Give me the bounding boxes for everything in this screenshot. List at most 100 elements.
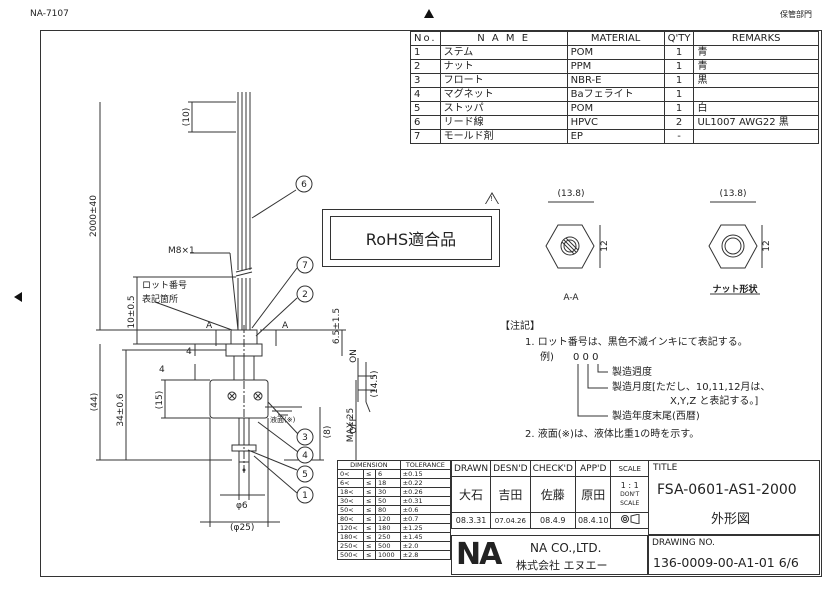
cell: 250 <box>375 532 401 542</box>
cell-remarks: 白 <box>693 101 819 116</box>
cell: ±0.26 <box>399 487 452 497</box>
dim-4b: 4 <box>159 365 165 375</box>
date-drawn: 08.3.31 <box>450 512 492 529</box>
callout-2 <box>296 285 314 303</box>
dim-10-05: 10±0.5 <box>127 295 137 328</box>
company-logo: NA <box>456 537 502 572</box>
scale-cell: 1 : 1 DON'T SCALE <box>610 476 649 513</box>
dim-34: 34±0.6 <box>116 393 126 427</box>
dim-max25: MAX 25 <box>346 408 356 442</box>
cell-material: EP <box>566 129 665 144</box>
cell-no: 7 <box>410 129 441 144</box>
callout-5 <box>296 465 314 483</box>
dim-6-5: 6.5±1.5 <box>332 308 342 344</box>
callout-3 <box>296 428 314 446</box>
warning-triangle-inner <box>486 194 498 204</box>
nut-label: ナット形状 <box>712 283 758 295</box>
section-mark-a-right: A <box>282 321 289 331</box>
signature-checked: 佐藤 <box>529 476 576 513</box>
cell: ≤ <box>363 496 377 506</box>
cell: ≤ <box>363 514 377 524</box>
cell: 6< <box>336 478 365 488</box>
approval-header: DRAWN DESN'D CHECK'D APP'D SCALE <box>450 460 649 477</box>
cell: ±2.0 <box>399 541 452 551</box>
cell: 18 <box>375 478 401 488</box>
table-row: 30<≤50±0.31 <box>336 496 452 506</box>
table-row: 80<≤120±0.7 <box>336 514 452 524</box>
hdr-drawn: DRAWN <box>450 460 492 477</box>
cell-remarks <box>693 87 819 102</box>
scale-value: 1 : 1 <box>620 481 639 490</box>
cell-qty: 1 <box>663 73 695 88</box>
col-material: MATERIAL <box>566 31 665 46</box>
callout-label-4: 4 <box>302 451 308 461</box>
cell-qty: 2 <box>663 115 695 130</box>
tolerance-table: DIMENSION TOLERANCE 0<≤6±0.15 6<≤18±0.22… <box>336 460 452 560</box>
nut-height: 12 <box>762 240 772 251</box>
approval-table: DRAWN DESN'D CHECK'D APP'D SCALE 大石 吉田 佐… <box>450 460 649 529</box>
cell-material: PPM <box>566 59 665 74</box>
cell-material: HPVC <box>566 115 665 130</box>
col-tolerance: TOLERANCE <box>399 460 452 470</box>
cell-material: POM <box>566 45 665 60</box>
drawing-title: FSA-0601-AS1-2000 <box>657 482 797 498</box>
dim-14-5: (14.5) <box>370 370 380 397</box>
callout-label-5: 5 <box>302 470 308 480</box>
dont-scale: DON'T SCALE <box>620 491 640 507</box>
dim-2000: 2000±40 <box>89 195 99 237</box>
rohs-box: RoHS適合品 <box>330 216 492 260</box>
note-month-1: 製造月度[ただし、10,11,12月は、 <box>612 382 771 393</box>
dim-10: (10) <box>182 108 192 126</box>
callout-label-7: 7 <box>302 261 308 271</box>
dim-phi25: (φ25) <box>230 523 254 533</box>
signature-row: 大石 吉田 佐藤 原田 1 : 1 DON'T SCALE <box>450 476 649 513</box>
date-row: 08.3.31 07.04.26 08.4.9 08.4.10 <box>450 512 649 529</box>
rohs-label: RoHS適合品 <box>365 230 457 249</box>
cell: 120< <box>336 523 365 533</box>
parts-table-header: No. N A M E MATERIAL Q'TY REMARKS <box>410 31 819 46</box>
signature-drawn: 大石 <box>450 476 492 513</box>
cell: 120 <box>375 514 401 524</box>
aa-height: 12 <box>600 240 610 251</box>
table-row: 250<≤500±2.0 <box>336 541 452 551</box>
callout-label-3: 3 <box>302 433 308 443</box>
section-views: (13.8) 12 A-A (13.8) 12 ナット形状 <box>545 189 772 303</box>
hdr-scale: SCALE <box>610 460 649 477</box>
note-code: 0 0 0 <box>573 352 599 363</box>
hdr-approved: APP'D <box>574 460 612 477</box>
cell: 80 <box>375 505 401 515</box>
cell: 0< <box>336 469 365 479</box>
drawing-frame <box>40 30 822 577</box>
note-week: 製造週度 <box>612 367 652 378</box>
cell-qty: 1 <box>663 101 695 116</box>
tolerance-header: DIMENSION TOLERANCE <box>337 460 452 470</box>
dim-8: (8) <box>323 426 333 439</box>
cell: 50< <box>336 505 365 515</box>
cell-remarks: UL1007 AWG22 黒 <box>693 115 819 130</box>
cell-remarks: 青 <box>693 45 819 60</box>
cell: ≤ <box>363 523 377 533</box>
rohs-box-outer <box>322 209 500 267</box>
hdr-designed: DESN'D <box>490 460 531 477</box>
dim-m8: M8×1 <box>168 246 195 256</box>
col-dimension: DIMENSION <box>337 460 401 470</box>
table-row: 500<≤1000±2.8 <box>336 550 452 560</box>
cell: 50 <box>375 496 401 506</box>
note-year: 製造年度末尾(西暦) <box>612 411 700 422</box>
table-row: 50<≤80±0.6 <box>336 505 452 515</box>
callout-label-6: 6 <box>301 180 307 190</box>
callout-label-1: 1 <box>302 491 308 501</box>
cell-qty: 1 <box>663 87 695 102</box>
switch-off: OFF <box>349 416 359 433</box>
cell: 250< <box>336 541 365 551</box>
dim-44: (44) <box>90 393 100 411</box>
cell-qty: 1 <box>663 45 695 60</box>
top-center-marker-icon <box>424 9 434 18</box>
cell: 500< <box>336 550 365 560</box>
cell: ≤ <box>363 505 377 515</box>
table-row: 120<≤180±1.25 <box>336 523 452 533</box>
cell-material: POM <box>566 101 665 116</box>
